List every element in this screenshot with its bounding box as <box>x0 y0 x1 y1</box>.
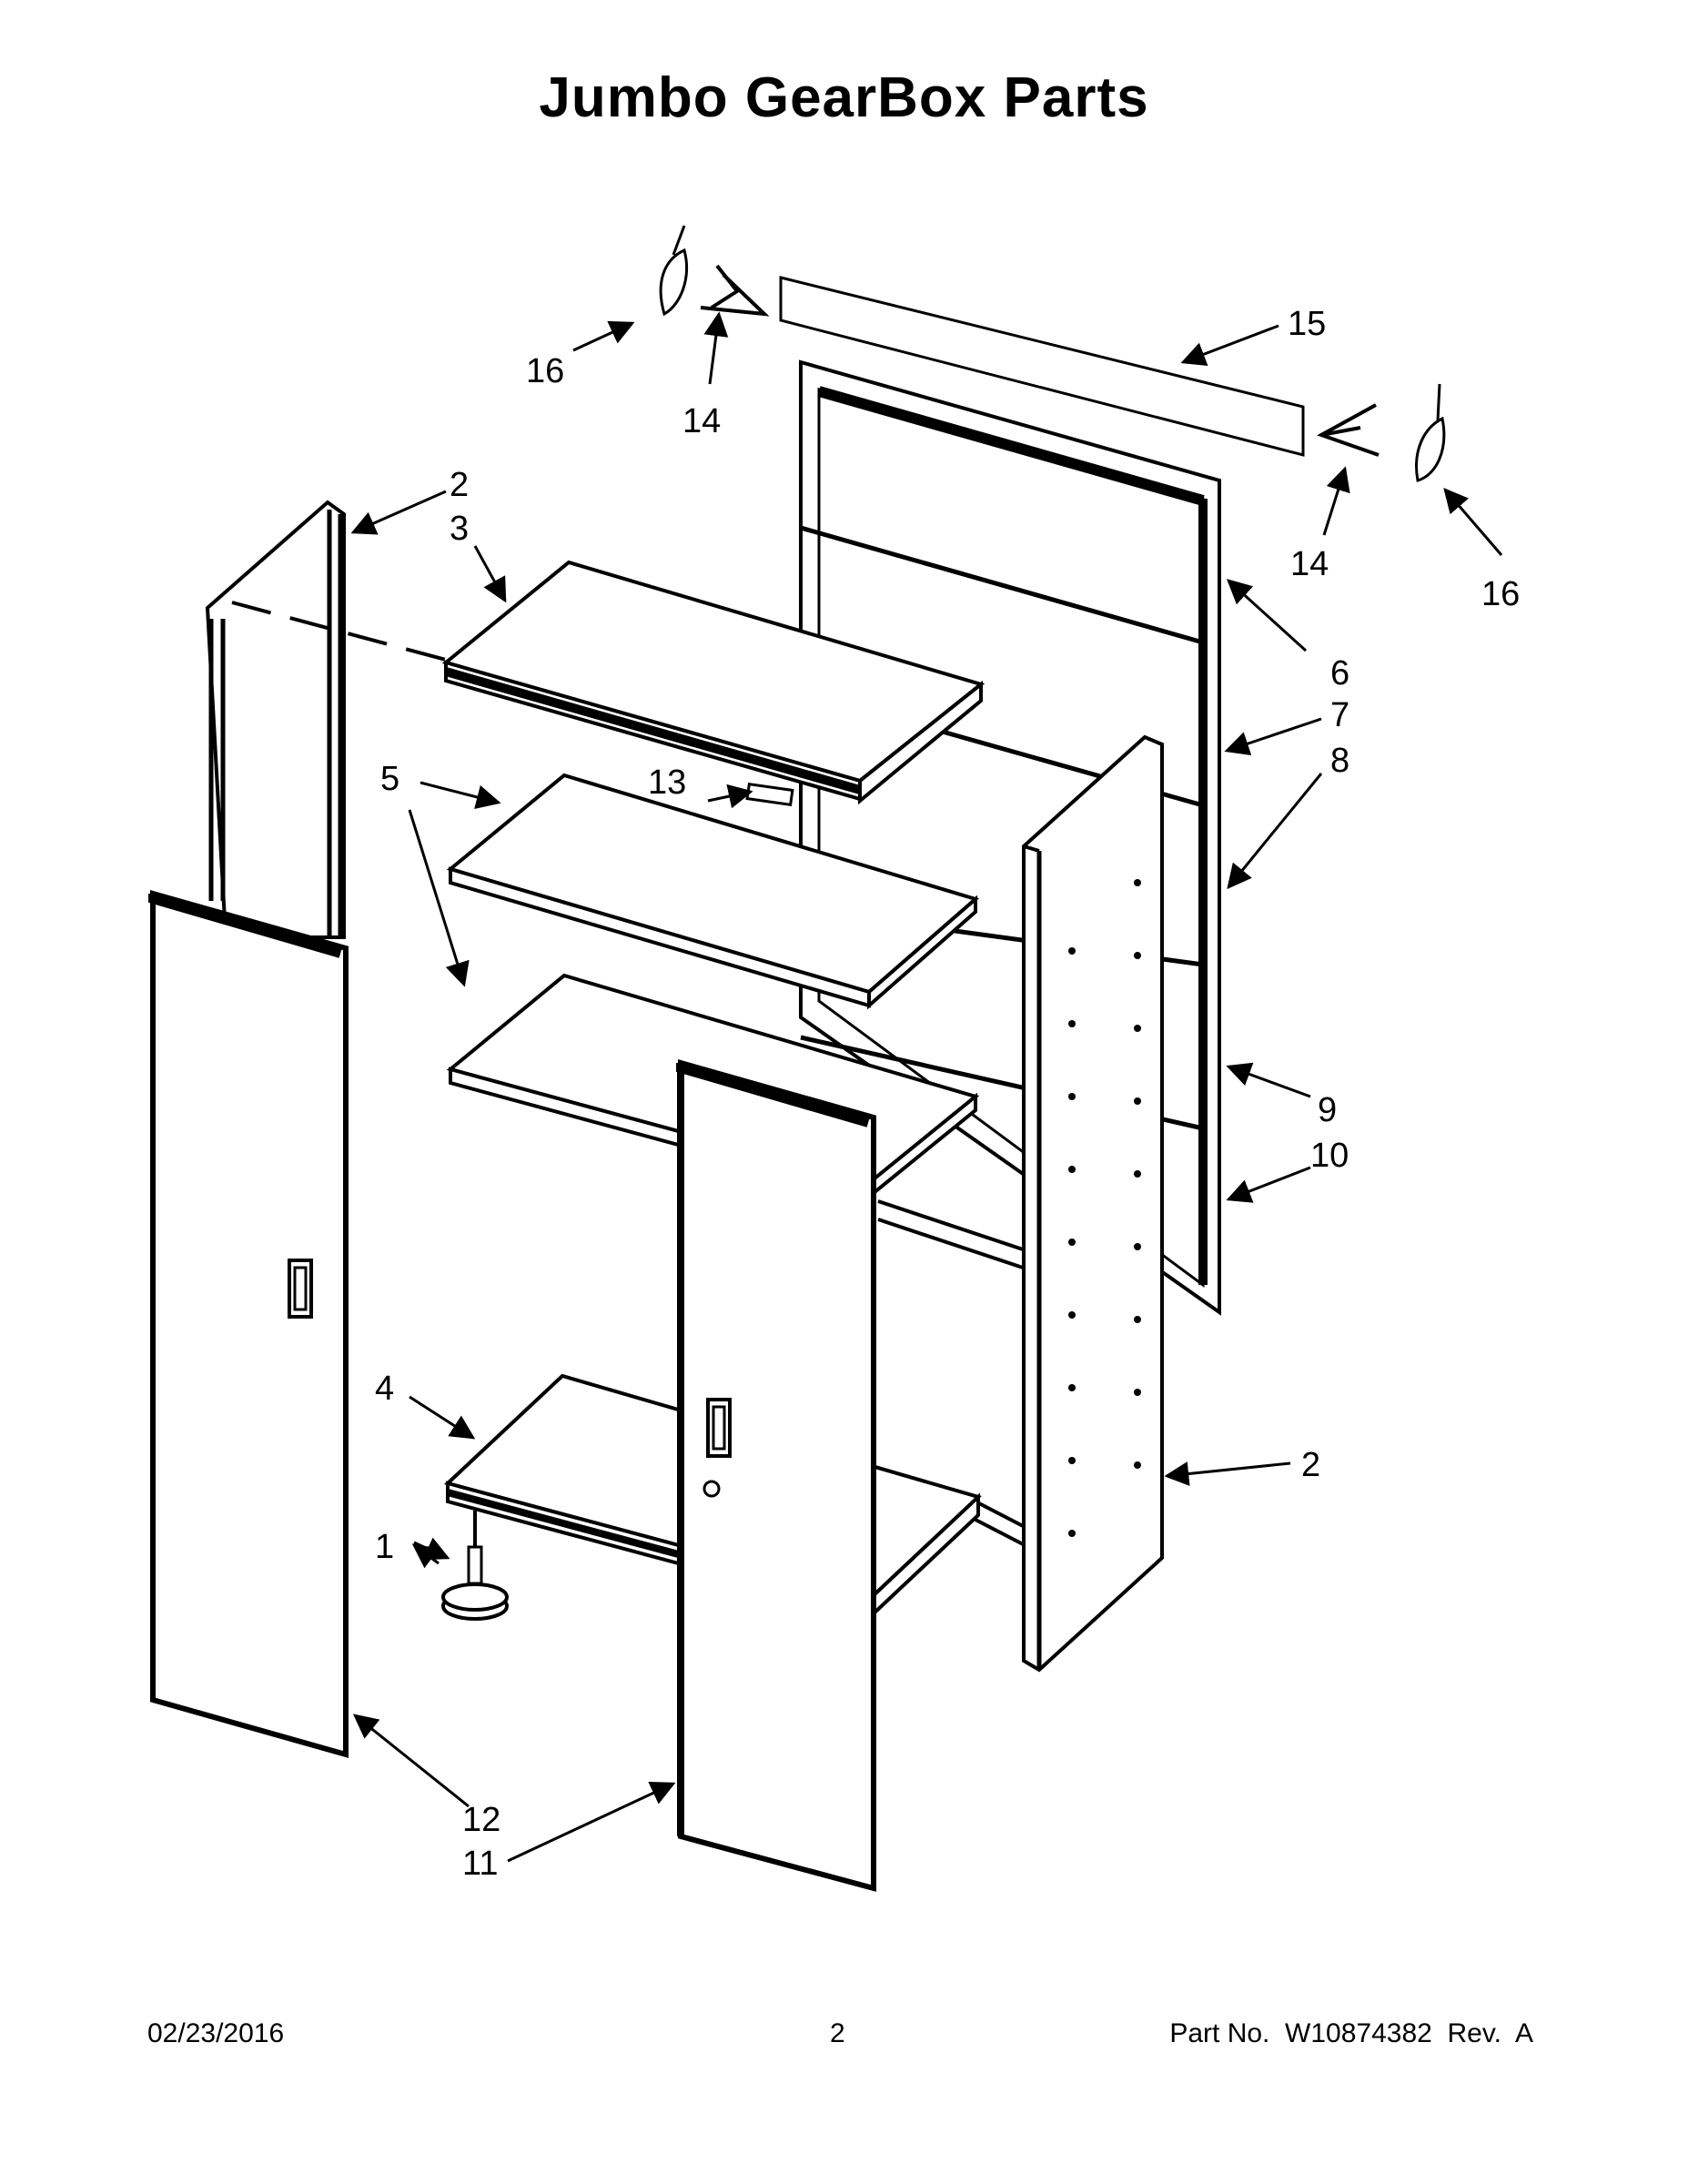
callout-7: 7 <box>1330 696 1349 734</box>
top-trim <box>779 276 1305 457</box>
right-door <box>676 1059 876 1892</box>
top-shelf <box>441 560 986 805</box>
callout-5: 5 <box>380 760 399 798</box>
callout-3: 3 <box>450 510 469 548</box>
callout-16-left: 16 <box>526 352 564 390</box>
callout-9: 9 <box>1318 1091 1337 1129</box>
middle-shelf-upper <box>446 773 980 1010</box>
top-left-bracket <box>700 264 770 317</box>
footer-part-number: Part No. W10874382 Rev. A <box>1169 2018 1533 2048</box>
callout-4: 4 <box>375 1370 394 1408</box>
callout-labels: 1 2 2 3 4 5 6 7 8 9 10 11 12 13 14 14 15… <box>375 305 1520 1883</box>
callout-1: 1 <box>375 1528 394 1566</box>
callout-14-left: 14 <box>682 402 721 440</box>
callout-10: 10 <box>1310 1137 1349 1175</box>
right-side-panel <box>1022 734 1164 1673</box>
assembly-guide-line <box>231 601 447 662</box>
callout-13: 13 <box>648 763 686 802</box>
label-sticker <box>745 783 794 806</box>
left-side-panel <box>205 500 346 939</box>
top-left-cap <box>659 225 689 317</box>
leveling-foot <box>441 1511 509 1621</box>
left-door <box>148 890 349 1758</box>
page-title: Jumbo GearBox Parts <box>539 66 1149 129</box>
callout-2-lower: 2 <box>1301 1446 1320 1484</box>
callout-8: 8 <box>1330 742 1349 780</box>
footer-page-number: 2 <box>830 2018 845 2048</box>
top-right-bracket <box>1317 403 1380 457</box>
callout-11: 11 <box>462 1845 498 1883</box>
callout-2-upper: 2 <box>450 466 469 504</box>
callout-14-right: 14 <box>1290 545 1329 583</box>
callout-16-right: 16 <box>1481 575 1520 613</box>
callout-12: 12 <box>462 1801 500 1839</box>
callout-15: 15 <box>1288 305 1326 343</box>
frame-crossbars <box>877 1199 1029 1549</box>
right-panel-holes <box>1068 879 1141 1537</box>
top-right-cap <box>1415 383 1446 482</box>
callout-leaders <box>350 311 1503 1863</box>
callout-6: 6 <box>1330 654 1349 693</box>
footer-date: 02/23/2016 <box>147 2018 285 2048</box>
